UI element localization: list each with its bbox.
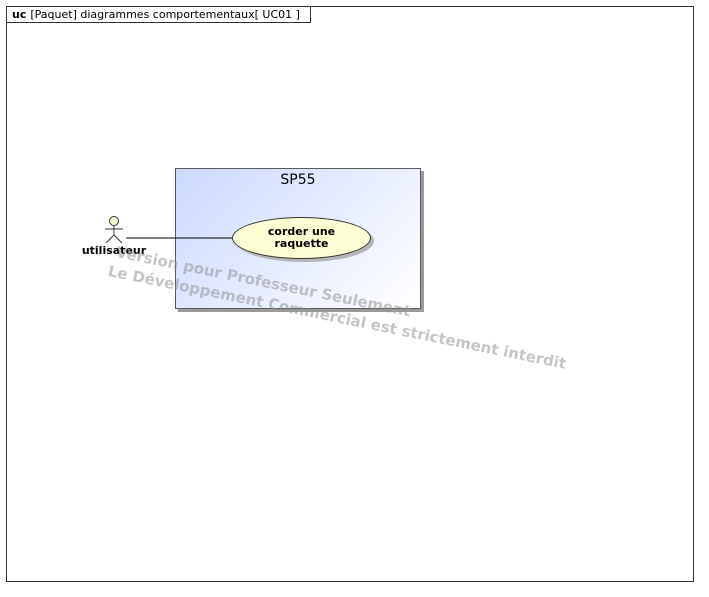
frame-tab: uc[Paquet] diagrammes comportementaux[ U… <box>7 7 311 23</box>
system-name: SP55 <box>280 172 316 188</box>
diagram-kind: uc <box>12 8 27 21</box>
actor-icon[interactable] <box>100 215 130 245</box>
actor-name: utilisateur <box>81 244 147 257</box>
use-case-ellipse[interactable]: corder une raquette <box>232 217 371 259</box>
use-case-label: corder une raquette <box>267 225 336 250</box>
diagram-title: [Paquet] diagrammes comportementaux[ UC0… <box>30 8 300 21</box>
